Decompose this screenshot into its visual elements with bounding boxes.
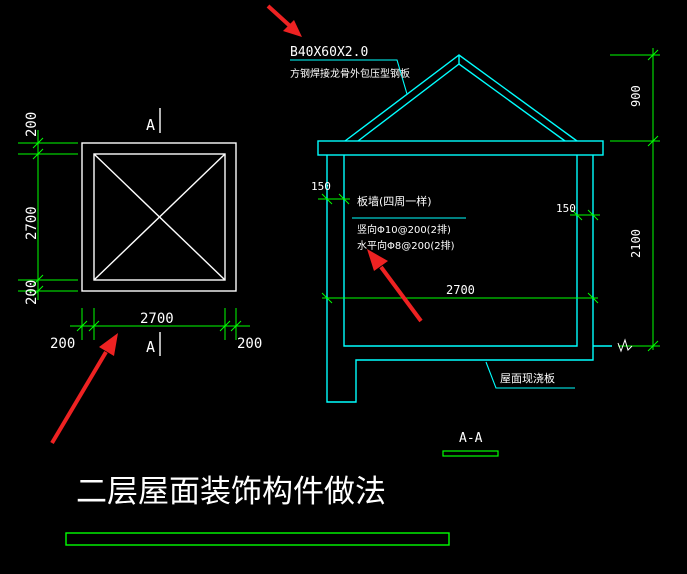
wall-note-title: 板墙(四周一样) (357, 194, 432, 208)
section-mark-bottom: A (146, 338, 155, 356)
roof-outer (344, 54, 578, 142)
drawing-title-underline (65, 532, 450, 546)
plan-outer-outline (81, 142, 237, 292)
eave-slab (317, 140, 604, 156)
wall-note-vertical: 竖向Φ10@200(2排) (357, 223, 451, 236)
section-labels: B40X60X2.0 方钢焊接龙骨外包压型钢板 150 150 板墙(四周一样)… (290, 45, 643, 446)
material-leader (290, 59, 408, 95)
drawing-title: 二层屋面装饰构件做法 (76, 474, 386, 510)
plan-dimensions (18, 130, 250, 340)
plan-view (81, 108, 237, 356)
break-symbol (617, 338, 633, 353)
plan-dim-right-200: 200 (237, 336, 262, 352)
red-arrow-middle (367, 249, 423, 323)
section-view (317, 54, 612, 403)
plan-dim-2700-horizontal: 2700 (140, 311, 174, 327)
section-dim-150-right: 150 (556, 202, 576, 215)
red-arrow-left (50, 333, 118, 445)
plan-dim-left-200: 200 (50, 336, 75, 352)
annotation-arrows (50, 4, 423, 445)
section-dim-2700: 2700 (446, 283, 475, 297)
wall-outline-outer (326, 155, 594, 403)
wall-note-horizontal: 水平向Φ8@200(2排) (357, 239, 455, 252)
red-arrow-top (266, 4, 302, 37)
plan-inner-outline (93, 153, 226, 281)
slab-label: 屋面现浇板 (500, 371, 555, 385)
section-dim-150-left: 150 (311, 180, 331, 193)
section-title: A-A (459, 431, 483, 446)
section-dimensions (318, 48, 660, 352)
wall-outline-inner (343, 155, 578, 347)
section-dim-2100: 2100 (629, 229, 643, 258)
section-mark-top: A (146, 116, 155, 134)
plan-diagonal-2 (93, 153, 226, 281)
leader-lines (290, 59, 575, 389)
slab-leader (485, 361, 575, 389)
plan-labels: A A 200 2700 200 2700 200 200 (24, 112, 262, 356)
plan-dim-top-200: 200 (24, 112, 40, 137)
material-description: 方钢焊接龙骨外包压型钢板 (290, 67, 410, 80)
section-dim-900: 900 (629, 85, 643, 107)
plan-dim-bottom-200: 200 (24, 280, 40, 305)
plan-dim-2700-vertical: 2700 (24, 206, 40, 240)
section-title-underline (442, 450, 499, 457)
material-code: B40X60X2.0 (290, 45, 368, 60)
